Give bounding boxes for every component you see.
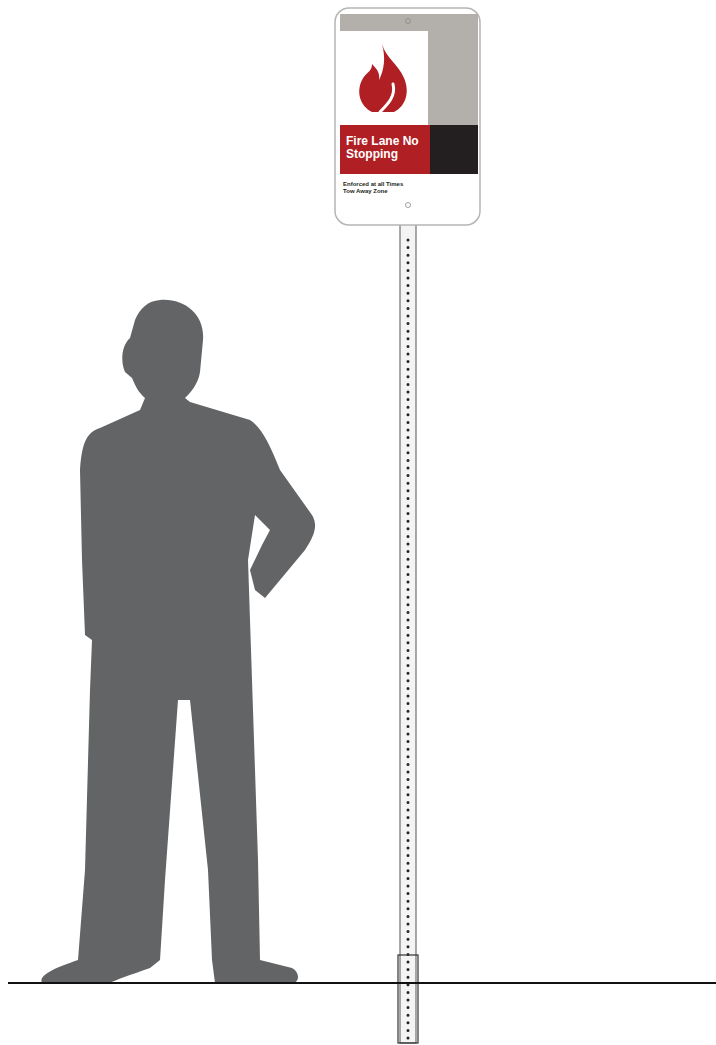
post-holes bbox=[407, 240, 410, 1040]
grey-column bbox=[428, 14, 478, 125]
flame-inner bbox=[380, 84, 394, 112]
sign-panel bbox=[335, 8, 480, 225]
black-block bbox=[428, 125, 478, 174]
person-silhouette bbox=[41, 300, 315, 983]
flame-icon bbox=[359, 44, 407, 112]
sign-band: Fire Lane No Stopping bbox=[340, 125, 430, 174]
ground-line bbox=[8, 982, 716, 984]
sign-board: Enforced at all Times Tow Away Zone Fire … bbox=[335, 8, 480, 225]
post-sleeve bbox=[398, 955, 418, 1043]
mount-hole bbox=[406, 203, 411, 208]
sign-heading: Fire Lane No Stopping bbox=[346, 135, 426, 161]
sign-post bbox=[400, 222, 416, 1043]
sign-notice: Enforced at all Times Tow Away Zone bbox=[343, 181, 413, 195]
mount-hole bbox=[406, 19, 411, 24]
